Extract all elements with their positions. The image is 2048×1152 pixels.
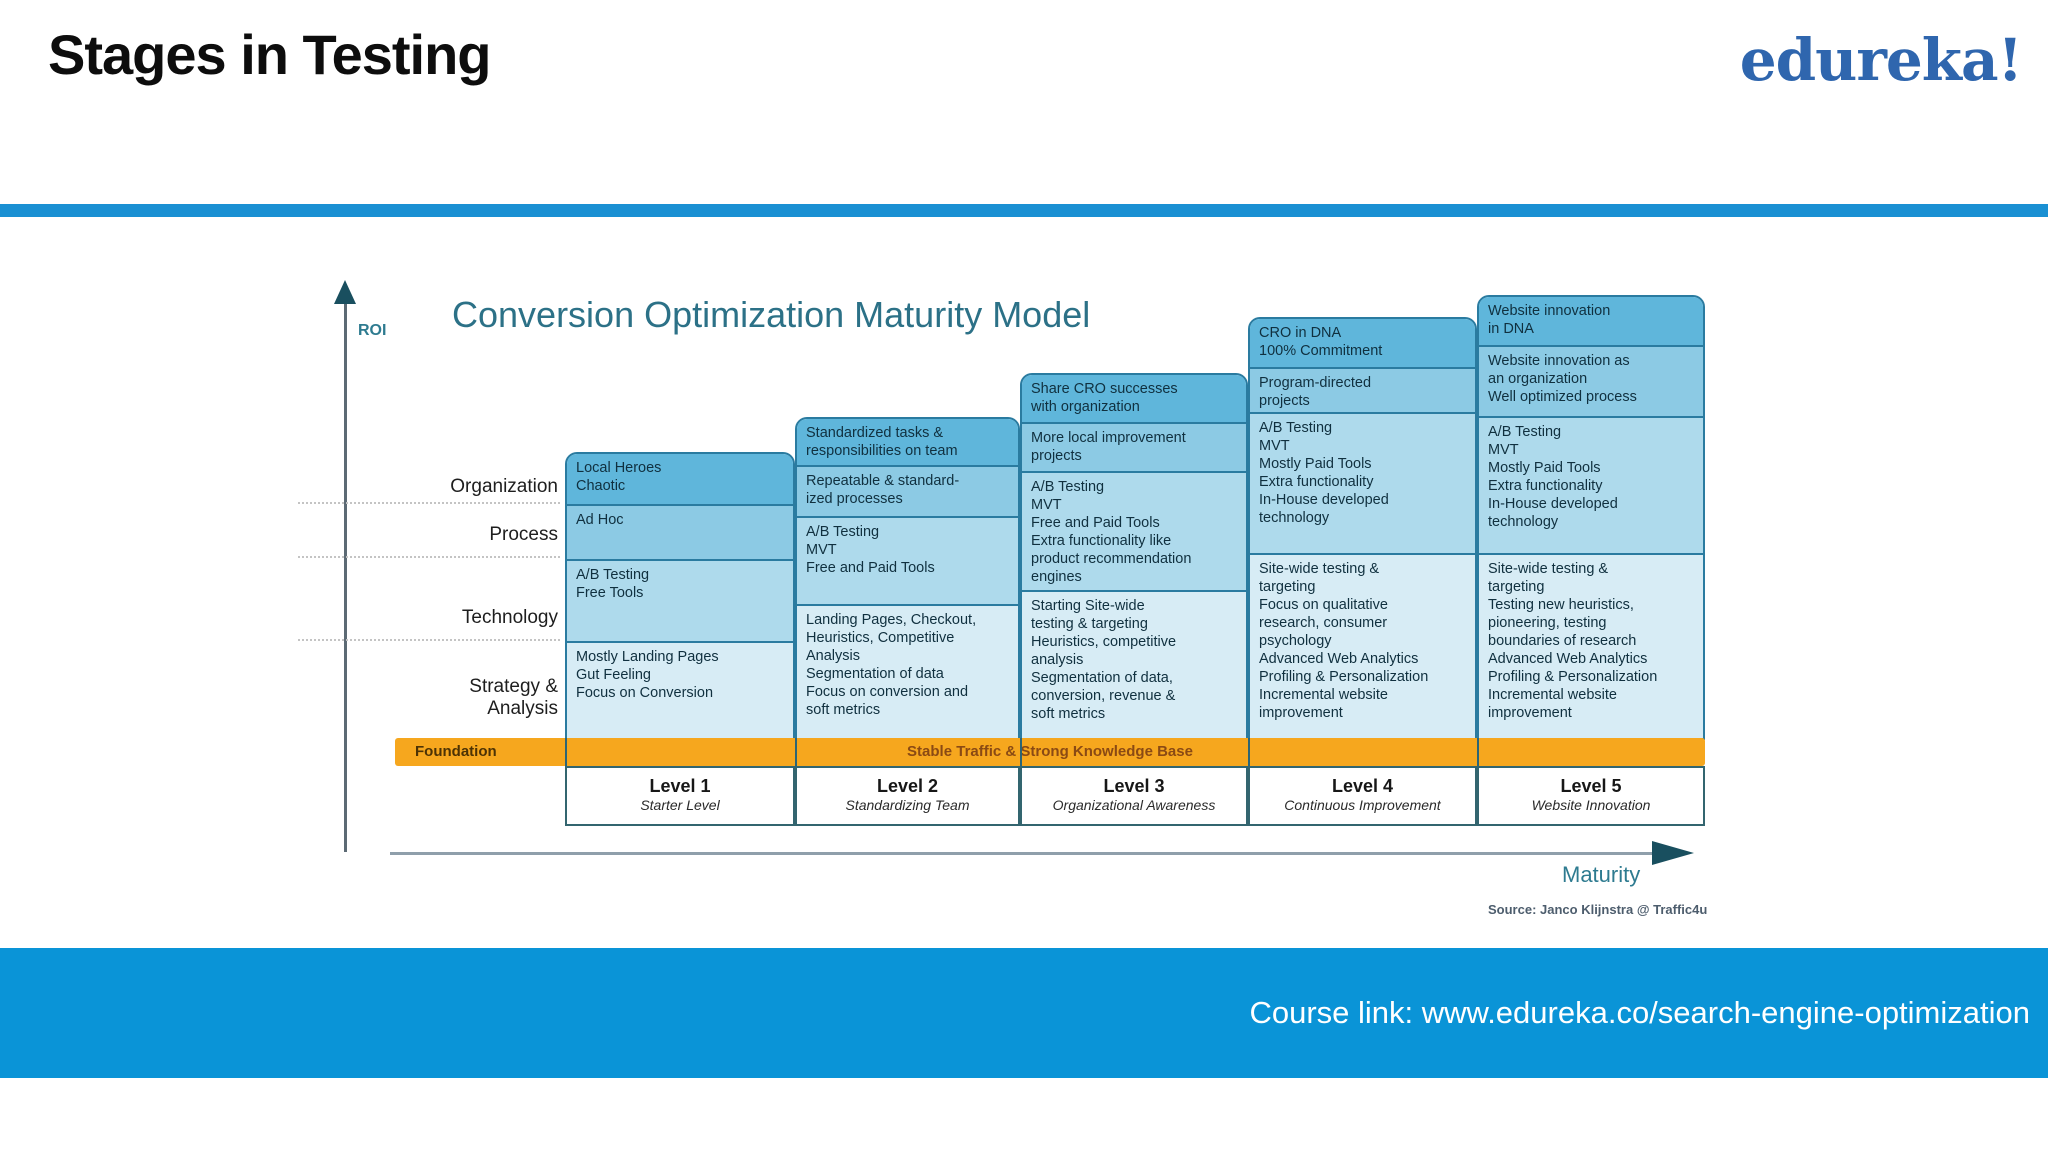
level-1-sublabel: Starter Level [640, 797, 720, 813]
level-3-organization-cell: Share CRO successes with organization [1022, 375, 1246, 422]
page-title: Stages in Testing [48, 23, 491, 86]
level-2-technology-cell: A/B Testing MVT Free and Paid Tools [797, 516, 1018, 604]
row-label-strategy-analysis: Strategy & Analysis [469, 676, 558, 719]
level-2-sublabel: Standardizing Team [845, 797, 970, 813]
level-2-label: Level 2 [876, 776, 939, 796]
footer-bar: Course link: www.edureka.co/search-engin… [0, 948, 2048, 1078]
level-4-organization-cell: CRO in DNA 100% Commitment [1250, 319, 1475, 367]
maturity-axis-label: Maturity [1562, 862, 1641, 887]
level-2-process-cell: Repeatable & standard- ized processes [797, 465, 1018, 516]
level-1-label-box: Level 1 Starter Level [565, 766, 795, 826]
level-3-strategy-cell: Starting Site-wide testing & targeting H… [1022, 590, 1246, 738]
level-5-organization-cell: Website innovation in DNA [1479, 297, 1703, 345]
level-1-organization-cell: Local Heroes Chaotic [567, 454, 793, 504]
dotted-divider [298, 502, 560, 504]
level-4-column: CRO in DNA 100% Commitment Program-direc… [1248, 317, 1477, 740]
foundation-text: Stable Traffic & Strong Knowledge Base [907, 743, 1193, 760]
level-3-technology-cell: A/B Testing MVT Free and Paid Tools Extr… [1022, 471, 1246, 590]
roi-axis-line [344, 298, 347, 852]
roi-axis-arrow-icon [334, 280, 356, 304]
header-divider [0, 204, 2048, 217]
level-1-column: Local Heroes Chaotic Ad Hoc A/B Testing … [565, 452, 795, 740]
dotted-divider [298, 639, 560, 641]
column-divider [565, 738, 567, 766]
column-divider [1248, 738, 1250, 766]
level-2-organization-cell: Standardized tasks & responsibilities on… [797, 419, 1018, 465]
course-link: Course link: www.edureka.co/search-engin… [1249, 995, 2030, 1030]
level-4-technology-cell: A/B Testing MVT Mostly Paid Tools Extra … [1250, 412, 1475, 553]
level-1-strategy-cell: Mostly Landing Pages Gut Feeling Focus o… [567, 641, 793, 738]
level-4-sublabel: Continuous Improvement [1284, 797, 1441, 813]
level-3-label-box: Level 3 Organizational Awareness [1020, 766, 1248, 826]
level-5-label: Level 5 [1560, 776, 1622, 796]
level-4-label: Level 4 [1331, 776, 1394, 796]
level-4-process-cell: Program-directed projects [1250, 367, 1475, 412]
level-5-strategy-cell: Site-wide testing & targeting Testing ne… [1479, 553, 1703, 738]
level-5-label-box: Level 5 Website Innovation [1477, 766, 1705, 826]
level-3-column: Share CRO successes with organization Mo… [1020, 373, 1248, 740]
level-1-technology-cell: A/B Testing Free Tools [567, 559, 793, 641]
level-2-label-box: Level 2 Standardizing Team [795, 766, 1020, 826]
level-3-label: Level 3 [1103, 776, 1165, 796]
maturity-axis-line [390, 852, 1670, 855]
level-4-label-box: Level 4 Continuous Improvement [1248, 766, 1477, 826]
level-5-sublabel: Website Innovation [1531, 797, 1651, 813]
diagram-title: Conversion Optimization Maturity Model [452, 294, 1091, 335]
level-1-process-cell: Ad Hoc [567, 504, 793, 559]
level-4-strategy-cell: Site-wide testing & targeting Focus on q… [1250, 553, 1475, 738]
column-divider [1020, 738, 1022, 766]
roi-axis-label: ROI [358, 322, 387, 339]
dotted-divider [298, 556, 560, 558]
level-5-column: Website innovation in DNA Website innova… [1477, 295, 1705, 740]
level-1-label: Level 1 [649, 776, 711, 796]
level-3-sublabel: Organizational Awareness [1052, 797, 1216, 813]
level-2-strategy-cell: Landing Pages, Checkout, Heuristics, Com… [797, 604, 1018, 738]
foundation-label: Foundation [415, 743, 497, 760]
row-label-technology: Technology [461, 607, 558, 628]
level-3-process-cell: More local improvement projects [1022, 422, 1246, 471]
level-5-technology-cell: A/B Testing MVT Mostly Paid Tools Extra … [1479, 416, 1703, 553]
level-5-process-cell: Website innovation as an organization We… [1479, 345, 1703, 416]
maturity-axis-arrow-icon [1652, 841, 1694, 865]
level-2-column: Standardized tasks & responsibilities on… [795, 417, 1020, 740]
foundation-bar: Foundation Stable Traffic & Strong Knowl… [395, 738, 1705, 766]
edureka-logo: edureka! [1739, 26, 2023, 94]
row-label-process: Process [489, 524, 558, 545]
column-divider [1477, 738, 1479, 766]
source-credit: Source: Janco Klijnstra @ Traffic4u [1488, 902, 1708, 917]
column-divider [795, 738, 797, 766]
row-label-organization: Organization [450, 476, 558, 497]
